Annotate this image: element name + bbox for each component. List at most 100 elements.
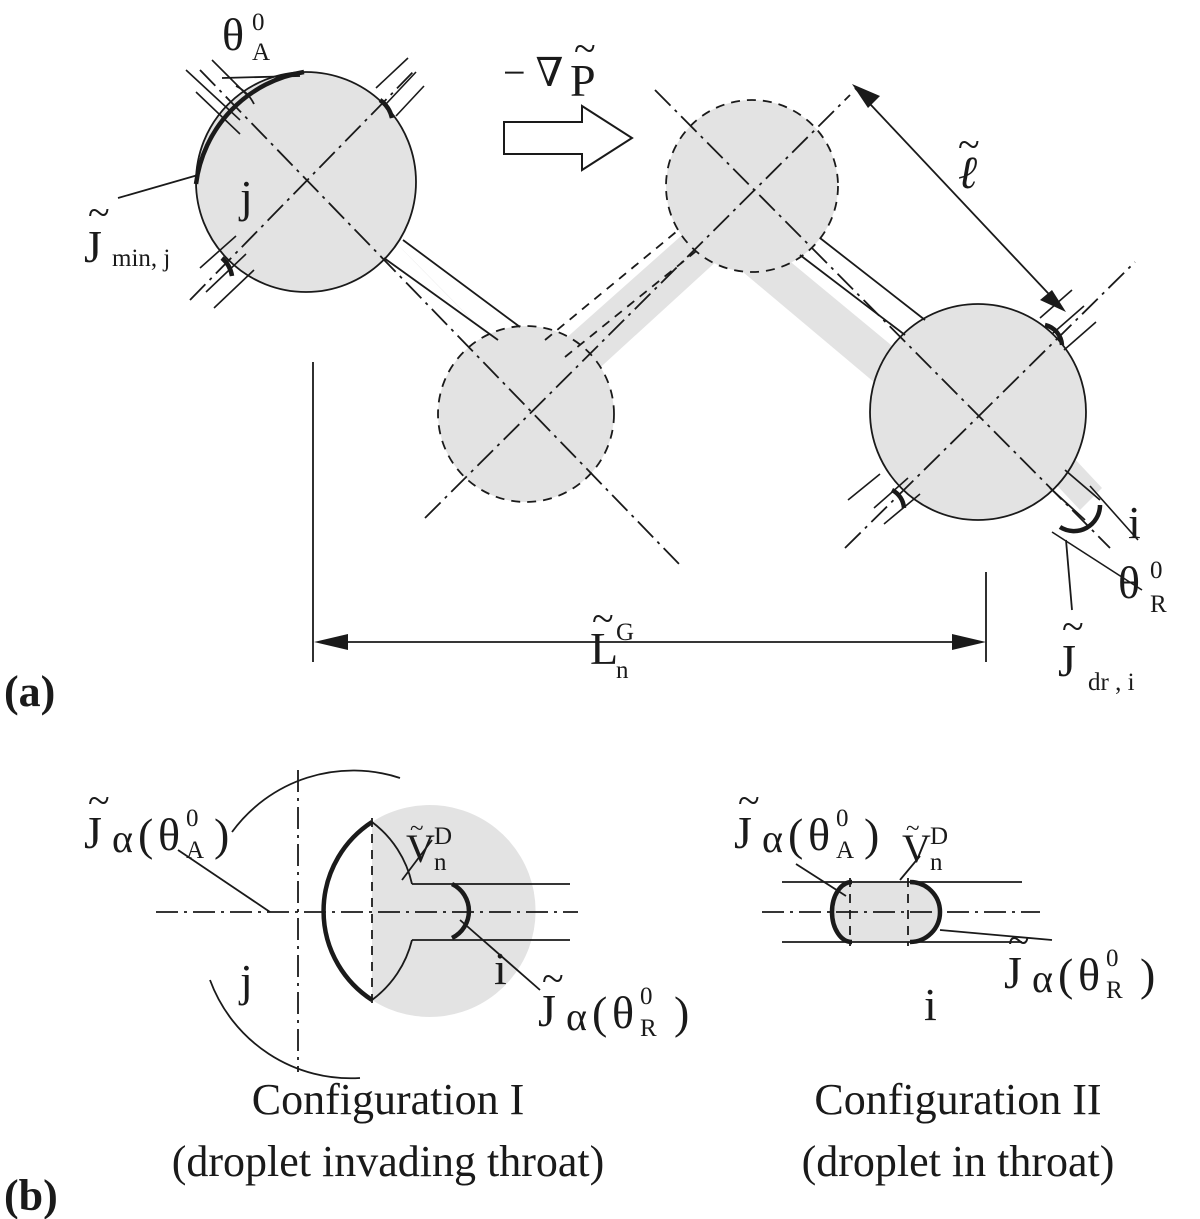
axis-line (844, 261, 1136, 549)
c1-j-alpha-r-theta: θ (612, 987, 634, 1038)
config2-leader-j-alpha-r (939, 929, 1053, 941)
theta-a-sub: A (252, 39, 270, 66)
l-arrowhead-left (314, 634, 348, 650)
c2-v-sub: n (930, 849, 943, 876)
l-symbol: L (590, 623, 618, 674)
throat-wall (799, 254, 906, 336)
flow-label-tilde: ~ (574, 26, 596, 71)
c1-j-alpha-a-sup: 0 (186, 805, 199, 832)
flow-label-prefix: − ∇ (503, 50, 564, 95)
panel-label-b: (b) (4, 1171, 58, 1219)
config2-schematic (762, 855, 1053, 946)
c2-j-alpha-a-theta: θ (808, 809, 830, 860)
pore-i-outline (869, 303, 1087, 521)
c2-j-alpha-r-theta: θ (1078, 949, 1100, 1000)
c2-j-alpha-a-greek: α (762, 816, 783, 861)
c2-v-tilde: ~ (906, 815, 920, 842)
c2-j-alpha-a-tilde: ~ (738, 778, 760, 823)
c2-j-alpha-r-close: ) (1140, 949, 1155, 1000)
meniscus-i-top-right (1044, 322, 1065, 346)
j-dr-symbol: J (1058, 635, 1076, 686)
pore-3 (666, 100, 838, 272)
panel-label-a: (a) (4, 667, 55, 716)
l-arrowhead-right (952, 634, 986, 650)
meniscus-j-bottom-left (220, 256, 235, 277)
c1-j-alpha-a-tilde: ~ (88, 778, 110, 823)
c1-j-alpha-a-greek: α (112, 816, 133, 861)
throat-wall (1064, 469, 1101, 501)
flow-label-symbol: P (570, 55, 596, 106)
throat-wall (544, 231, 677, 341)
axis-line (424, 94, 851, 519)
j-min-tilde: ~ (88, 190, 110, 235)
config1-title: Configuration I (252, 1075, 525, 1124)
config1-pore-right (372, 822, 460, 1000)
pore-network-chain (117, 57, 1143, 662)
j-min-symbol: J (84, 221, 102, 272)
config1-outer-arc-bottom (209, 979, 361, 1080)
theta-r-sub: R (1150, 591, 1167, 618)
config1-outer-arc-top (231, 769, 401, 833)
throat-wall (402, 239, 521, 328)
l-tilde: ~ (592, 596, 614, 641)
c1-j-alpha-a-theta: θ (158, 809, 180, 860)
ell-symbol: ℓ (958, 147, 978, 198)
c2-j-alpha-a-sub: A (836, 837, 854, 864)
c2-j-alpha-r-greek: α (1032, 956, 1053, 1001)
theta-a-sup: 0 (252, 9, 265, 36)
leader-j-dr (1065, 539, 1073, 611)
c1-j-alpha-r-close: ) (674, 987, 689, 1038)
c1-j-alpha-r-symbol: J (538, 985, 556, 1036)
c2-j-alpha-r-tilde: ~ (1008, 918, 1030, 963)
config1-pore-arc-bottom (371, 939, 413, 1001)
pore-j-label: j (238, 171, 253, 222)
c2-j-alpha-r-symbol: J (1004, 947, 1022, 998)
config1-desc: (droplet invading throat) (172, 1137, 605, 1186)
theta-r-symbol: θ (1118, 557, 1140, 608)
axis-line (654, 89, 1111, 549)
pore-2-outline (437, 325, 615, 503)
config2-advancing-meniscus (829, 879, 853, 945)
theta-a-tangent (221, 75, 301, 79)
ell-tilde: ~ (958, 122, 980, 167)
c1-j-alpha-a-symbol: J (84, 807, 102, 858)
pore-i-label: i (1128, 497, 1141, 548)
ell-dimension-line (854, 87, 1063, 309)
throat-wall (819, 237, 926, 321)
c1-j-alpha-r-sup: 0 (640, 983, 653, 1010)
c2-v-symbol: V (902, 826, 931, 871)
theta-a-arc (235, 85, 255, 105)
flow-direction-arrow (503, 104, 634, 172)
config1-receding-meniscus (450, 881, 472, 941)
config2-leader-v (899, 855, 921, 881)
axis-line (199, 69, 681, 566)
c2-j-alpha-r-sup: 0 (1106, 945, 1119, 972)
ell-arrowhead-top (852, 84, 880, 108)
pore-3-outline (665, 99, 839, 273)
pore-i-body (870, 304, 1086, 520)
c1-v-sub: n (434, 849, 447, 876)
config1-leader-j-alpha-r (459, 919, 541, 991)
l-sub: n (616, 657, 629, 684)
c1-j-alpha-a-close: ) (214, 809, 229, 860)
config1-leader-v (401, 839, 433, 881)
c1-pore-i-label: i (494, 943, 507, 994)
c1-j-alpha-a-sub: A (186, 837, 204, 864)
theta-a-symbol: θ (222, 9, 244, 60)
j-min-sub: min, j (112, 245, 170, 272)
throat-wall (564, 247, 701, 358)
ell-arrowhead-bottom (1040, 290, 1066, 312)
c2-j-alpha-r-sub: R (1106, 977, 1123, 1004)
l-sup: G (616, 619, 634, 646)
config2-desc: (droplet in throat) (802, 1137, 1115, 1186)
config2-title: Configuration II (814, 1075, 1101, 1124)
c1-j-alpha-r-open: ( (592, 987, 607, 1038)
c1-pore-j-label: j (238, 955, 253, 1006)
meniscus-receding-i (1058, 504, 1103, 534)
config1-leader-j-alpha-a (177, 849, 271, 913)
leader-j-min (117, 174, 199, 199)
c1-v-tilde: ~ (410, 815, 424, 842)
c2-j-alpha-a-close: ) (864, 809, 879, 860)
c2-j-alpha-r-open: ( (1058, 949, 1073, 1000)
